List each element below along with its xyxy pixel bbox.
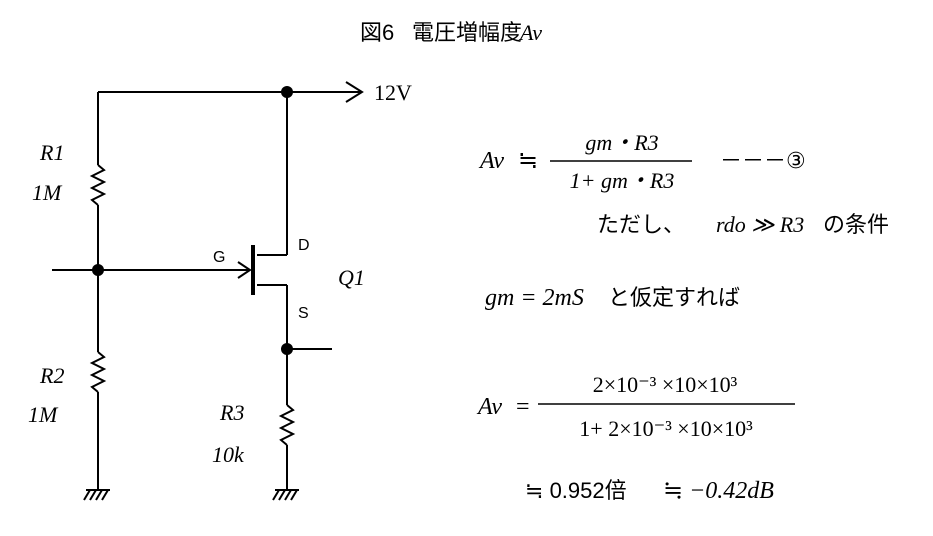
gate-arrow — [237, 261, 252, 279]
junction-dot-output — [281, 343, 293, 355]
eq1-approx: ≒ — [518, 147, 538, 174]
title-figure-number: 図6 — [360, 20, 394, 45]
gate-label: G — [213, 249, 225, 266]
r2-value: 1M — [28, 402, 59, 427]
eq1-numerator: gm・R3 — [585, 130, 658, 155]
ground-right — [272, 489, 299, 501]
title-symbol: Av — [518, 20, 542, 45]
condition-prefix: ただし、 — [597, 212, 685, 237]
result-ratio: ≒ 0.952倍 — [525, 478, 627, 503]
supply-label: 12V — [374, 80, 412, 105]
resistor-r3 — [278, 404, 296, 446]
eq2-lhs: Av — [476, 394, 502, 420]
resistor-r2 — [89, 351, 107, 393]
gm-text: と仮定すれば — [608, 285, 740, 310]
eq1-denominator: 1+ gm・R3 — [570, 168, 675, 193]
r3-name: R3 — [219, 400, 244, 425]
r1-name: R1 — [39, 140, 64, 165]
eq2-denominator: 1+ 2×10⁻³ ×10×10³ — [579, 416, 753, 441]
wires — [52, 81, 364, 490]
eq2-numerator: 2×10⁻³ ×10×10³ — [593, 372, 738, 397]
r3-value: 10k — [212, 442, 245, 467]
eq1-lhs: Av — [478, 148, 504, 174]
r1-value: 1M — [32, 180, 63, 205]
condition-math: rdo ≫ R3 — [716, 212, 804, 237]
drain-label: D — [298, 237, 310, 254]
supply-arrow — [345, 81, 364, 103]
eq1-tag: －－－③ — [720, 148, 806, 173]
transistor-label: Q1 — [338, 265, 365, 290]
junction-dot-gate — [92, 264, 104, 276]
resistor-r1 — [89, 164, 107, 206]
source-label: S — [298, 305, 309, 322]
junction-dot-top — [281, 86, 293, 98]
condition-suffix: の条件 — [823, 212, 889, 237]
title-text: 電圧増幅度 — [412, 20, 522, 45]
gm-math: gm = 2mS — [485, 285, 584, 311]
result-db: ≒ −0.42dB — [663, 478, 774, 504]
ground-left — [83, 489, 110, 501]
eq2-equals: = — [516, 394, 530, 420]
r2-name: R2 — [39, 363, 64, 388]
